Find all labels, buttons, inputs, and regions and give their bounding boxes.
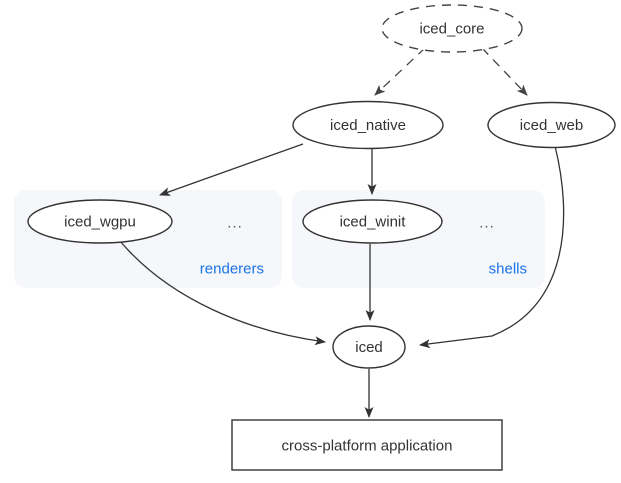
node-iced_wgpu[interactable]: iced_wgpu bbox=[27, 199, 173, 244]
edge-iced_wgpu-to-iced bbox=[119, 240, 326, 346]
node-iced_winit-shape bbox=[302, 199, 443, 244]
node-iced_web[interactable]: iced_web bbox=[487, 101, 616, 149]
shells-ellipsis: ... bbox=[479, 215, 495, 232]
group-label-shells: shells bbox=[489, 261, 527, 278]
node-iced-shape bbox=[332, 325, 406, 369]
node-iced-label: iced bbox=[355, 339, 383, 356]
renderers-ellipsis: ... bbox=[227, 215, 243, 232]
node-application-label: cross-platform application bbox=[282, 438, 453, 455]
node-iced_web-label: iced_web bbox=[520, 117, 583, 134]
node-iced_winit-label: iced_winit bbox=[340, 214, 407, 231]
edge-iced_web-to-iced bbox=[419, 145, 565, 349]
node-application[interactable]: cross-platform application bbox=[231, 419, 503, 471]
node-iced_native-label: iced_native bbox=[330, 117, 406, 134]
node-iced_web-shape bbox=[487, 101, 616, 149]
node-iced_wgpu-label: iced_wgpu bbox=[64, 214, 136, 231]
node-iced_winit[interactable]: iced_winit bbox=[302, 199, 443, 244]
edge-iced_native-to-iced_wgpu bbox=[159, 143, 304, 196]
node-iced[interactable]: iced bbox=[332, 325, 406, 369]
node-iced_native-shape bbox=[292, 100, 444, 150]
edge-iced_core-to-iced_web bbox=[481, 47, 528, 96]
node-iced_core[interactable]: iced_core bbox=[381, 4, 523, 53]
node-application-shape bbox=[231, 419, 503, 471]
group-label-renderers: renderers bbox=[200, 261, 264, 278]
node-iced_core-label: iced_core bbox=[419, 21, 484, 38]
edge-iced_core-to-iced_native bbox=[374, 47, 426, 96]
node-iced_native[interactable]: iced_native bbox=[292, 100, 444, 150]
node-iced_core-shape bbox=[381, 4, 523, 53]
node-iced_wgpu-shape bbox=[27, 199, 173, 244]
